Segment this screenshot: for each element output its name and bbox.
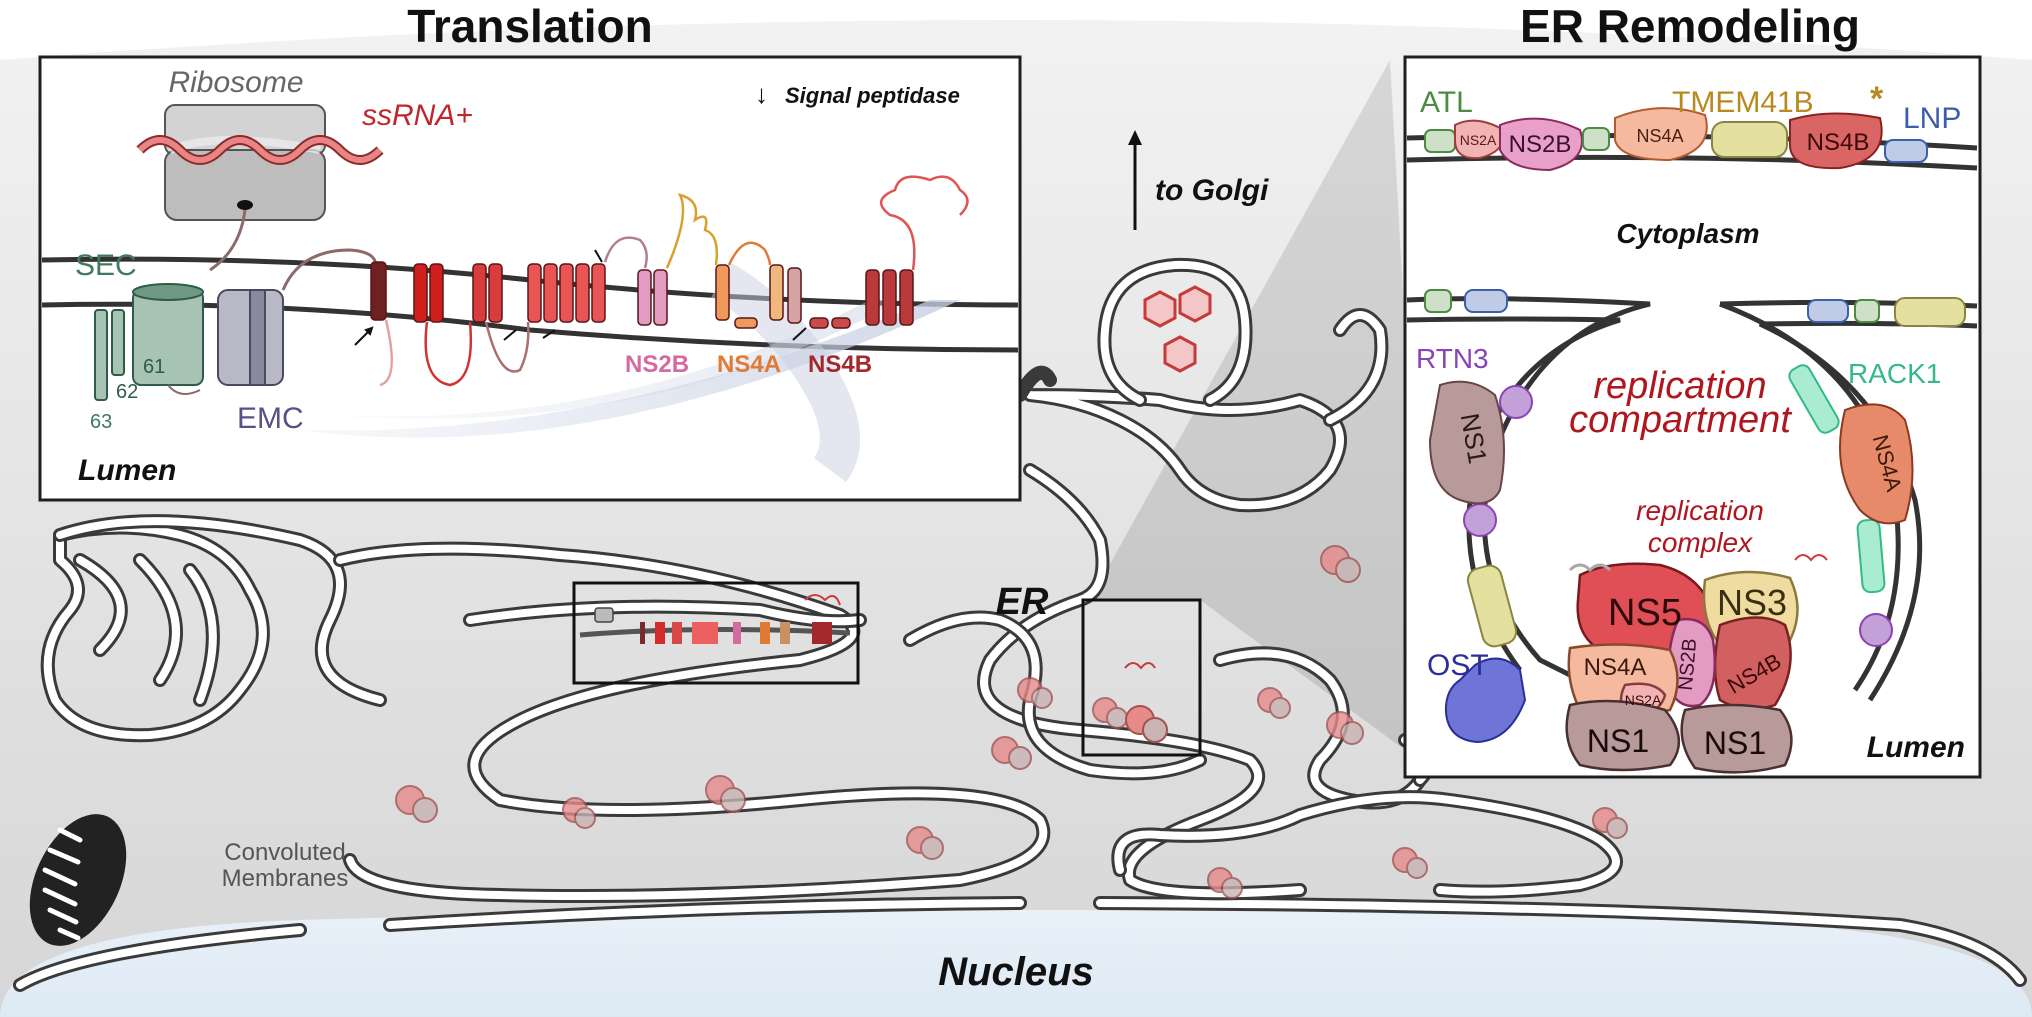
ns1-bottom-b-label: NS1: [1704, 725, 1766, 761]
emc-complex: [217, 289, 284, 386]
membranes-label: Membranes: [222, 865, 349, 892]
ost-label: OST: [1427, 649, 1489, 682]
er-remodeling-title: ER Remodeling: [1520, 0, 1860, 52]
sec62-label: 62: [116, 381, 138, 403]
remodeling-inset-miniature: [1124, 662, 1168, 743]
to-golgi-label: to Golgi: [1155, 174, 1269, 207]
replication-compartment-line2: compartment: [1569, 399, 1792, 441]
ns4a-complex-label: NS4A: [1584, 654, 1647, 681]
translation-title: Translation: [407, 0, 652, 52]
rtn3-label: RTN3: [1416, 343, 1489, 374]
cleavage-arrows: [354, 249, 807, 346]
ns4b-label: NS4B: [808, 351, 872, 378]
emc-label: EMC: [237, 402, 304, 435]
convoluted-label: Convoluted: [224, 839, 345, 866]
top-membrane-proteins: [1424, 107, 1928, 172]
ssrna-label: ssRNA+: [362, 99, 473, 132]
remodeling-panel-content: ATL TMEM41B * LNP NS2A NS2B NS4A NS4B Cy…: [1406, 80, 1978, 774]
sec63-label: 63: [90, 411, 112, 433]
sec-label: SEC: [75, 249, 137, 282]
ribosome: [164, 104, 326, 272]
replication-complex: [1565, 554, 1828, 774]
cytoplasm-label: Cytoplasm: [1616, 218, 1759, 249]
tmem41b-star: *: [1870, 80, 1884, 118]
atl-label: ATL: [1420, 86, 1473, 119]
ns2b-label: NS2B: [625, 351, 689, 378]
replication-complex-line1: replication: [1636, 495, 1764, 526]
nucleus-label: Nucleus: [938, 950, 1094, 994]
ns1-bottom-a-label: NS1: [1587, 723, 1649, 759]
ns4b-top-label: NS4B: [1807, 129, 1870, 156]
polyprotein-helices: [370, 261, 914, 329]
replication-clusters: [395, 545, 1628, 899]
ns4a-top-label: NS4A: [1636, 126, 1683, 146]
nucleus: [0, 896, 2032, 1017]
cotranslation-flow: [300, 300, 960, 438]
translation-panel-content: Ribosome ssRNA+ ↓ Signal peptidase SEC 6…: [41, 66, 1019, 487]
compartment-membrane-proteins: [1424, 289, 1966, 744]
ns2a-top-label: NS2A: [1460, 132, 1497, 148]
virion-particles: [1143, 285, 1212, 373]
replication-compartment-line1: replication: [1593, 365, 1766, 407]
er-label: ER: [996, 581, 1049, 623]
sec-translocon: [94, 283, 204, 401]
ns5-label: NS5: [1608, 592, 1682, 634]
to-golgi-arrowhead: [1128, 130, 1142, 145]
polyprotein-loops: [379, 175, 969, 387]
replication-complex-line2: complex: [1648, 527, 1753, 558]
ns3-label: NS3: [1717, 582, 1787, 623]
ns2a-complex-label: NS2A: [1625, 692, 1662, 708]
sec61-label: 61: [143, 356, 165, 378]
ribosome-label: Ribosome: [168, 66, 303, 99]
remodeling-inset-box: [1081, 598, 1202, 757]
mitochondrion: [29, 814, 127, 946]
budding-vesicle: [1097, 257, 1253, 407]
translation-inset-miniature: [579, 594, 851, 644]
ns2b-complex-label: NS2B: [1675, 637, 1701, 691]
translation-inset-box: [572, 581, 860, 685]
signal-peptidase-arrow: ↓: [755, 79, 768, 109]
lnp-label: LNP: [1903, 102, 1961, 135]
ns2b-top-label: NS2B: [1509, 131, 1572, 158]
rack1-label: RACK1: [1848, 358, 1941, 389]
ns4a-label: NS4A: [717, 351, 781, 378]
lumen-label-left: Lumen: [78, 454, 176, 487]
signal-peptidase-label: Signal peptidase: [785, 83, 960, 108]
tmem41b-label: TMEM41B: [1672, 86, 1814, 119]
lumen-label-right: Lumen: [1867, 731, 1965, 764]
